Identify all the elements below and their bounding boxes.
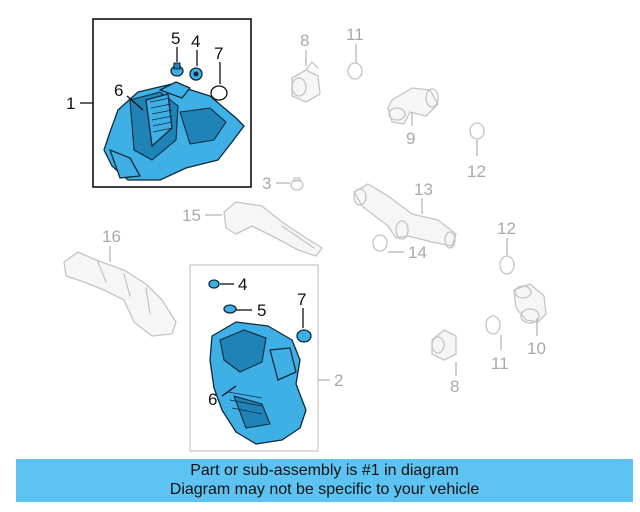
hose-clamp-11-bottom xyxy=(485,315,501,335)
callout-2: 2 xyxy=(334,371,343,390)
callout-5-top: 5 xyxy=(171,29,180,48)
hose-clamp-12-top xyxy=(469,122,485,140)
hose-clamp-11-top xyxy=(347,62,363,80)
callout-3: 3 xyxy=(262,174,271,193)
callout-9: 9 xyxy=(406,129,415,148)
hose-clamp-12-bottom xyxy=(499,255,515,275)
intake-tube-13 xyxy=(353,183,457,249)
banner-line-1: Part or sub-assembly is #1 in diagram xyxy=(190,462,459,479)
air-cleaner-housing-bottom xyxy=(209,321,307,445)
leader-6-bottom xyxy=(221,385,237,397)
callout-7-bottom: 7 xyxy=(297,290,306,309)
callout-8-bottom: 8 xyxy=(450,377,459,396)
info-banner: Part or sub-assembly is #1 in diagram Di… xyxy=(16,459,633,502)
banner-line-2: Diagram may not be specific to your vehi… xyxy=(169,481,480,498)
grommet-4-top xyxy=(189,67,203,81)
callout-7-top: 7 xyxy=(214,44,223,63)
bolt-5-top xyxy=(170,62,184,77)
callout-16: 16 xyxy=(102,227,121,246)
bolt-3 xyxy=(290,177,304,191)
mass-airflow-sensor-bottom xyxy=(431,329,457,361)
callout-11-top: 11 xyxy=(346,25,364,44)
callout-1: 1 xyxy=(66,94,75,113)
hose-clamp-14 xyxy=(372,234,388,252)
resonator-duct-16 xyxy=(63,251,177,337)
seal-7-top xyxy=(210,85,228,101)
callout-12-bottom: 12 xyxy=(497,219,516,238)
callout-14: 14 xyxy=(408,243,427,262)
callout-6-top: 6 xyxy=(114,81,123,100)
callout-8-top: 8 xyxy=(300,31,309,50)
callout-10: 10 xyxy=(527,339,546,358)
leader-6-top xyxy=(126,95,144,111)
assembly-2-frame xyxy=(189,264,319,452)
intake-elbow-10 xyxy=(513,283,547,324)
callout-11-bottom: 11 xyxy=(491,354,509,373)
callout-5-bottom: 5 xyxy=(257,301,266,320)
callout-4-top: 4 xyxy=(191,32,200,51)
callout-4-bottom: 4 xyxy=(238,275,247,294)
callout-13: 13 xyxy=(414,180,433,199)
seal-7-bottom xyxy=(296,329,312,343)
intake-elbow-9 xyxy=(387,87,439,125)
callout-6-bottom: 6 xyxy=(208,390,217,409)
grommet-4-bottom xyxy=(208,279,220,289)
callout-12-top: 12 xyxy=(467,162,486,181)
bolt-5-bottom xyxy=(223,304,237,314)
mass-airflow-sensor-top xyxy=(291,61,321,103)
air-cleaner-housing-top xyxy=(103,81,245,181)
callout-15: 15 xyxy=(182,206,201,225)
air-duct-15 xyxy=(223,201,323,257)
